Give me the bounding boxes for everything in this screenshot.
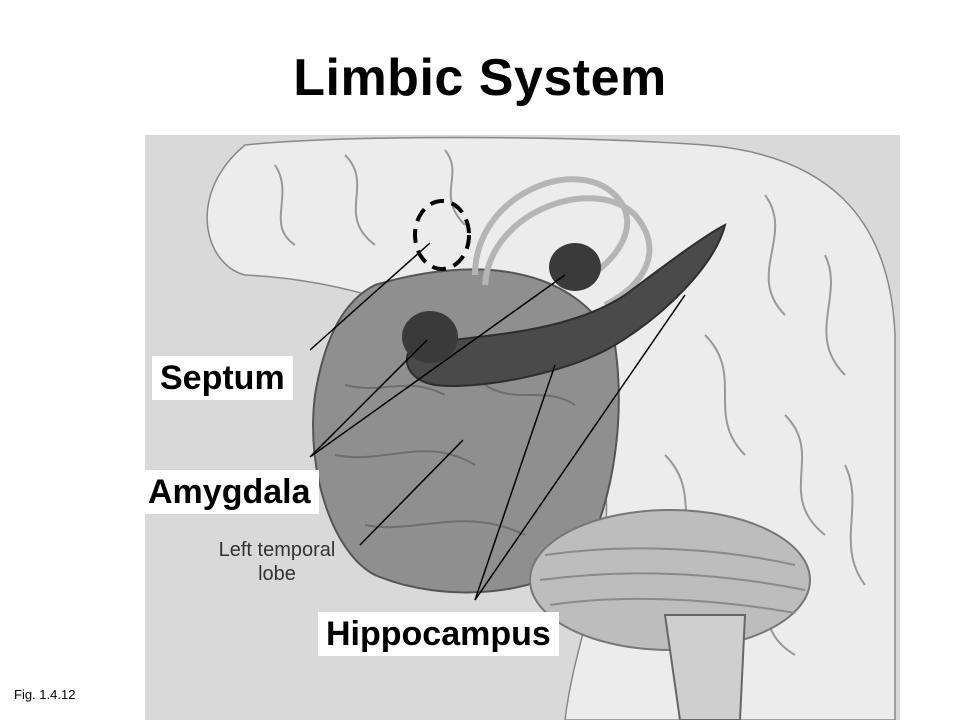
temporal-lobe-label-line2: lobe: [258, 563, 296, 585]
slide-title: Limbic System: [293, 49, 667, 107]
temporal-lobe-label: Left temporal lobe: [192, 538, 362, 586]
hippocampus-structure: [405, 223, 727, 387]
cerebellum-folds: [539, 547, 806, 614]
temporal-folds: [334, 384, 576, 536]
brainstem: [663, 614, 747, 720]
septum-label: Septum: [152, 356, 293, 400]
temporal-lobe-label-line1: Left temporal: [218, 539, 336, 561]
figure-caption: Fig. 1.4.12: [14, 687, 76, 702]
pointer-lines: [309, 242, 686, 601]
amygdala-structure: [402, 311, 458, 363]
amygdala-structure-right: [549, 243, 601, 291]
fornix: [472, 176, 653, 308]
septum-marker: [413, 199, 471, 271]
amygdala-label: Amygdala: [140, 470, 319, 514]
hippocampus-label: Hippocampus: [318, 612, 559, 656]
brain-illustration: [145, 135, 900, 720]
